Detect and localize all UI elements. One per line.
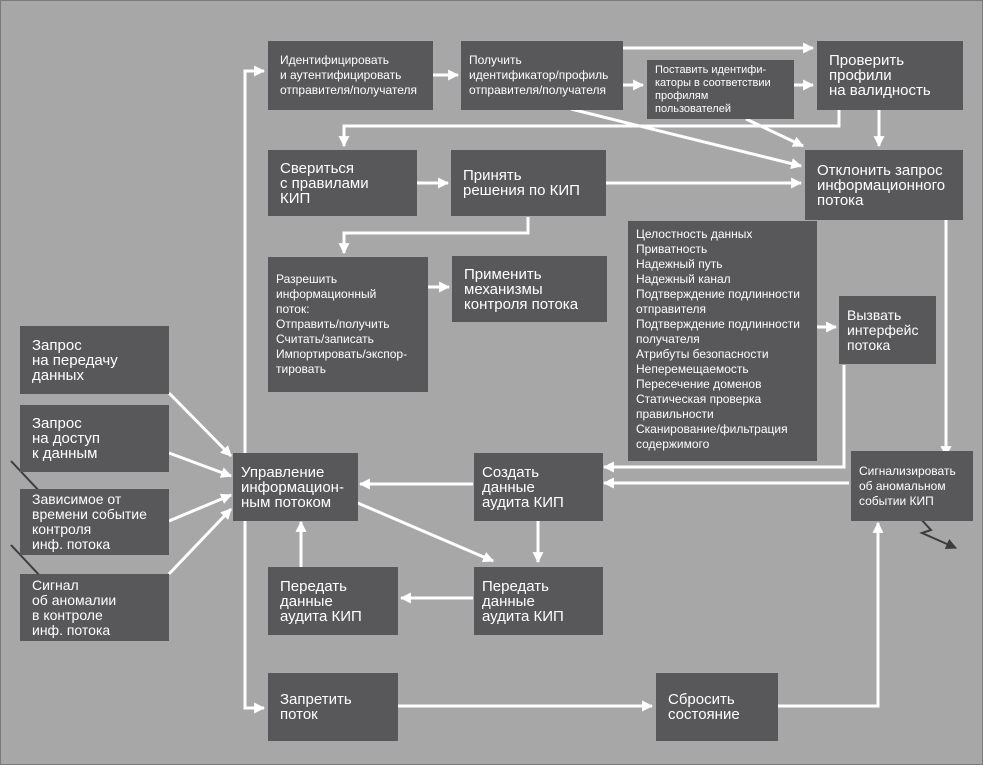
get-id-box: Получить идентификатор/профиль отправите… <box>461 41 623 110</box>
check-profiles-box: Проверить профили на валидность <box>817 41 963 110</box>
transfer-request-box: Запрос на передачу данных <box>20 326 169 394</box>
flow-control-box: Управление информацион- ным потоком <box>233 453 358 521</box>
arrow-time-event <box>168 493 233 523</box>
mechanisms-list-box: Целостность данных Приватность Надежный … <box>628 221 817 461</box>
transfer-audit-left-box: Передать данные аудита КИП <box>268 567 398 635</box>
arrow-get-to-reject <box>570 107 803 169</box>
call-interface-box: Вызвать интерфейс потока <box>839 296 936 364</box>
arrow-to-identify <box>243 65 266 459</box>
deny-flow-box: Запретить поток <box>268 673 398 741</box>
allow-flow-box: Разрешить информационный поток: Отправит… <box>268 257 428 392</box>
arrow-transfer-request <box>167 391 233 458</box>
check-rules-box: Свериться с правилами КИП <box>268 150 417 216</box>
arrow-reset-to-signal <box>778 521 884 708</box>
create-audit-box: Создать данные аудита КИП <box>474 453 603 521</box>
map-ids-box: Поставить идентифи- каторы в соответстви… <box>647 60 794 119</box>
arrow-anomaly-input <box>167 507 233 576</box>
transfer-audit-right-box: Передать данные аудита КИП <box>474 567 603 635</box>
arrow-interface-to-audit <box>602 365 846 473</box>
apply-mechanisms-box: Применить механизмы контроля потока <box>452 256 607 322</box>
identify-box: Идентифицировать и аутентифицировать отп… <box>268 41 433 110</box>
access-request-box: Запрос на доступ к данным <box>20 405 169 472</box>
arrow-access-request <box>168 451 233 478</box>
arrow-check-to-rules <box>338 110 841 148</box>
make-decision-box: Принять решения по КИП <box>451 150 606 216</box>
arrow-to-deny <box>243 521 266 714</box>
arrow-flow-control-to-transfer <box>345 496 495 563</box>
reset-state-box: Сбросить состояние <box>656 673 778 741</box>
signal-anomaly-box: Сигнализировать об аномальном событии КИ… <box>851 451 973 521</box>
arrow-decision-to-allow <box>338 217 530 255</box>
arrow-map-to-reject <box>745 117 804 148</box>
reject-request-box: Отклонить запрос информационного потока <box>805 150 963 220</box>
time-event-box: Зависимое от времени событие контроля ин… <box>20 489 169 555</box>
anomaly-signal-box: Сигнал об аномалии в контроле инф. поток… <box>20 574 169 641</box>
